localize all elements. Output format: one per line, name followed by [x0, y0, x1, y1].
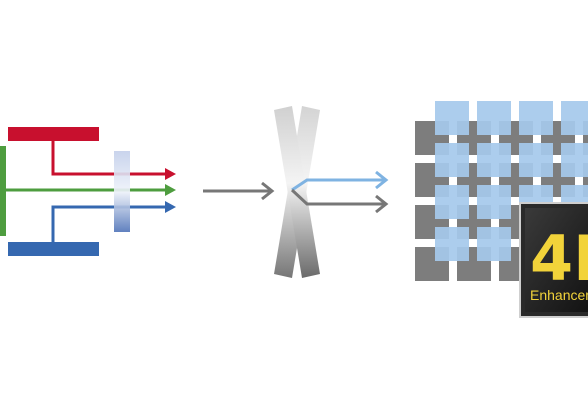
blue-light-path: [51, 205, 168, 242]
shifted-pixel: [519, 143, 553, 177]
shifted-pixel: [435, 227, 469, 261]
blue-source-bar: [8, 242, 99, 256]
badge-inner: [525, 208, 588, 312]
original-light-path: [290, 188, 384, 206]
original-arrowhead: [375, 194, 389, 214]
4k-enhancement-badge-icon: 4K Enhancement: [519, 202, 588, 318]
shifted-pixel: [561, 143, 588, 177]
red-light-path: [51, 141, 168, 176]
blue-arrowhead: [165, 201, 176, 213]
shifted-pixel: [477, 101, 511, 135]
sensor-pixel: [583, 163, 588, 197]
badge-main-label: 4K: [530, 222, 588, 295]
rgb-light-path-icon: [0, 127, 176, 256]
shifted-pixel: [435, 101, 469, 135]
green-source-bar: [0, 146, 6, 236]
badge-sub-label: Enhancement: [530, 287, 588, 303]
shifted-light-path: [291, 178, 384, 192]
flow-arrow-1-icon: [203, 181, 275, 201]
green-arrowhead: [165, 184, 176, 196]
shifted-pixel: [519, 101, 553, 135]
red-arrowhead: [165, 168, 176, 180]
shifted-pixel: [477, 227, 511, 261]
sensor-pixel: [583, 121, 588, 155]
optical-filter: [114, 151, 130, 232]
shifted-pixel: [561, 101, 588, 135]
shifted-pixel: [435, 143, 469, 177]
shifted-pixel: [477, 143, 511, 177]
shifted-pixel: [477, 185, 511, 219]
prism-plate-right: [274, 106, 320, 278]
prism-shift-icon: [274, 106, 389, 278]
shifted-arrowhead: [375, 170, 389, 190]
shifted-pixel: [435, 185, 469, 219]
red-source-bar: [8, 127, 99, 141]
